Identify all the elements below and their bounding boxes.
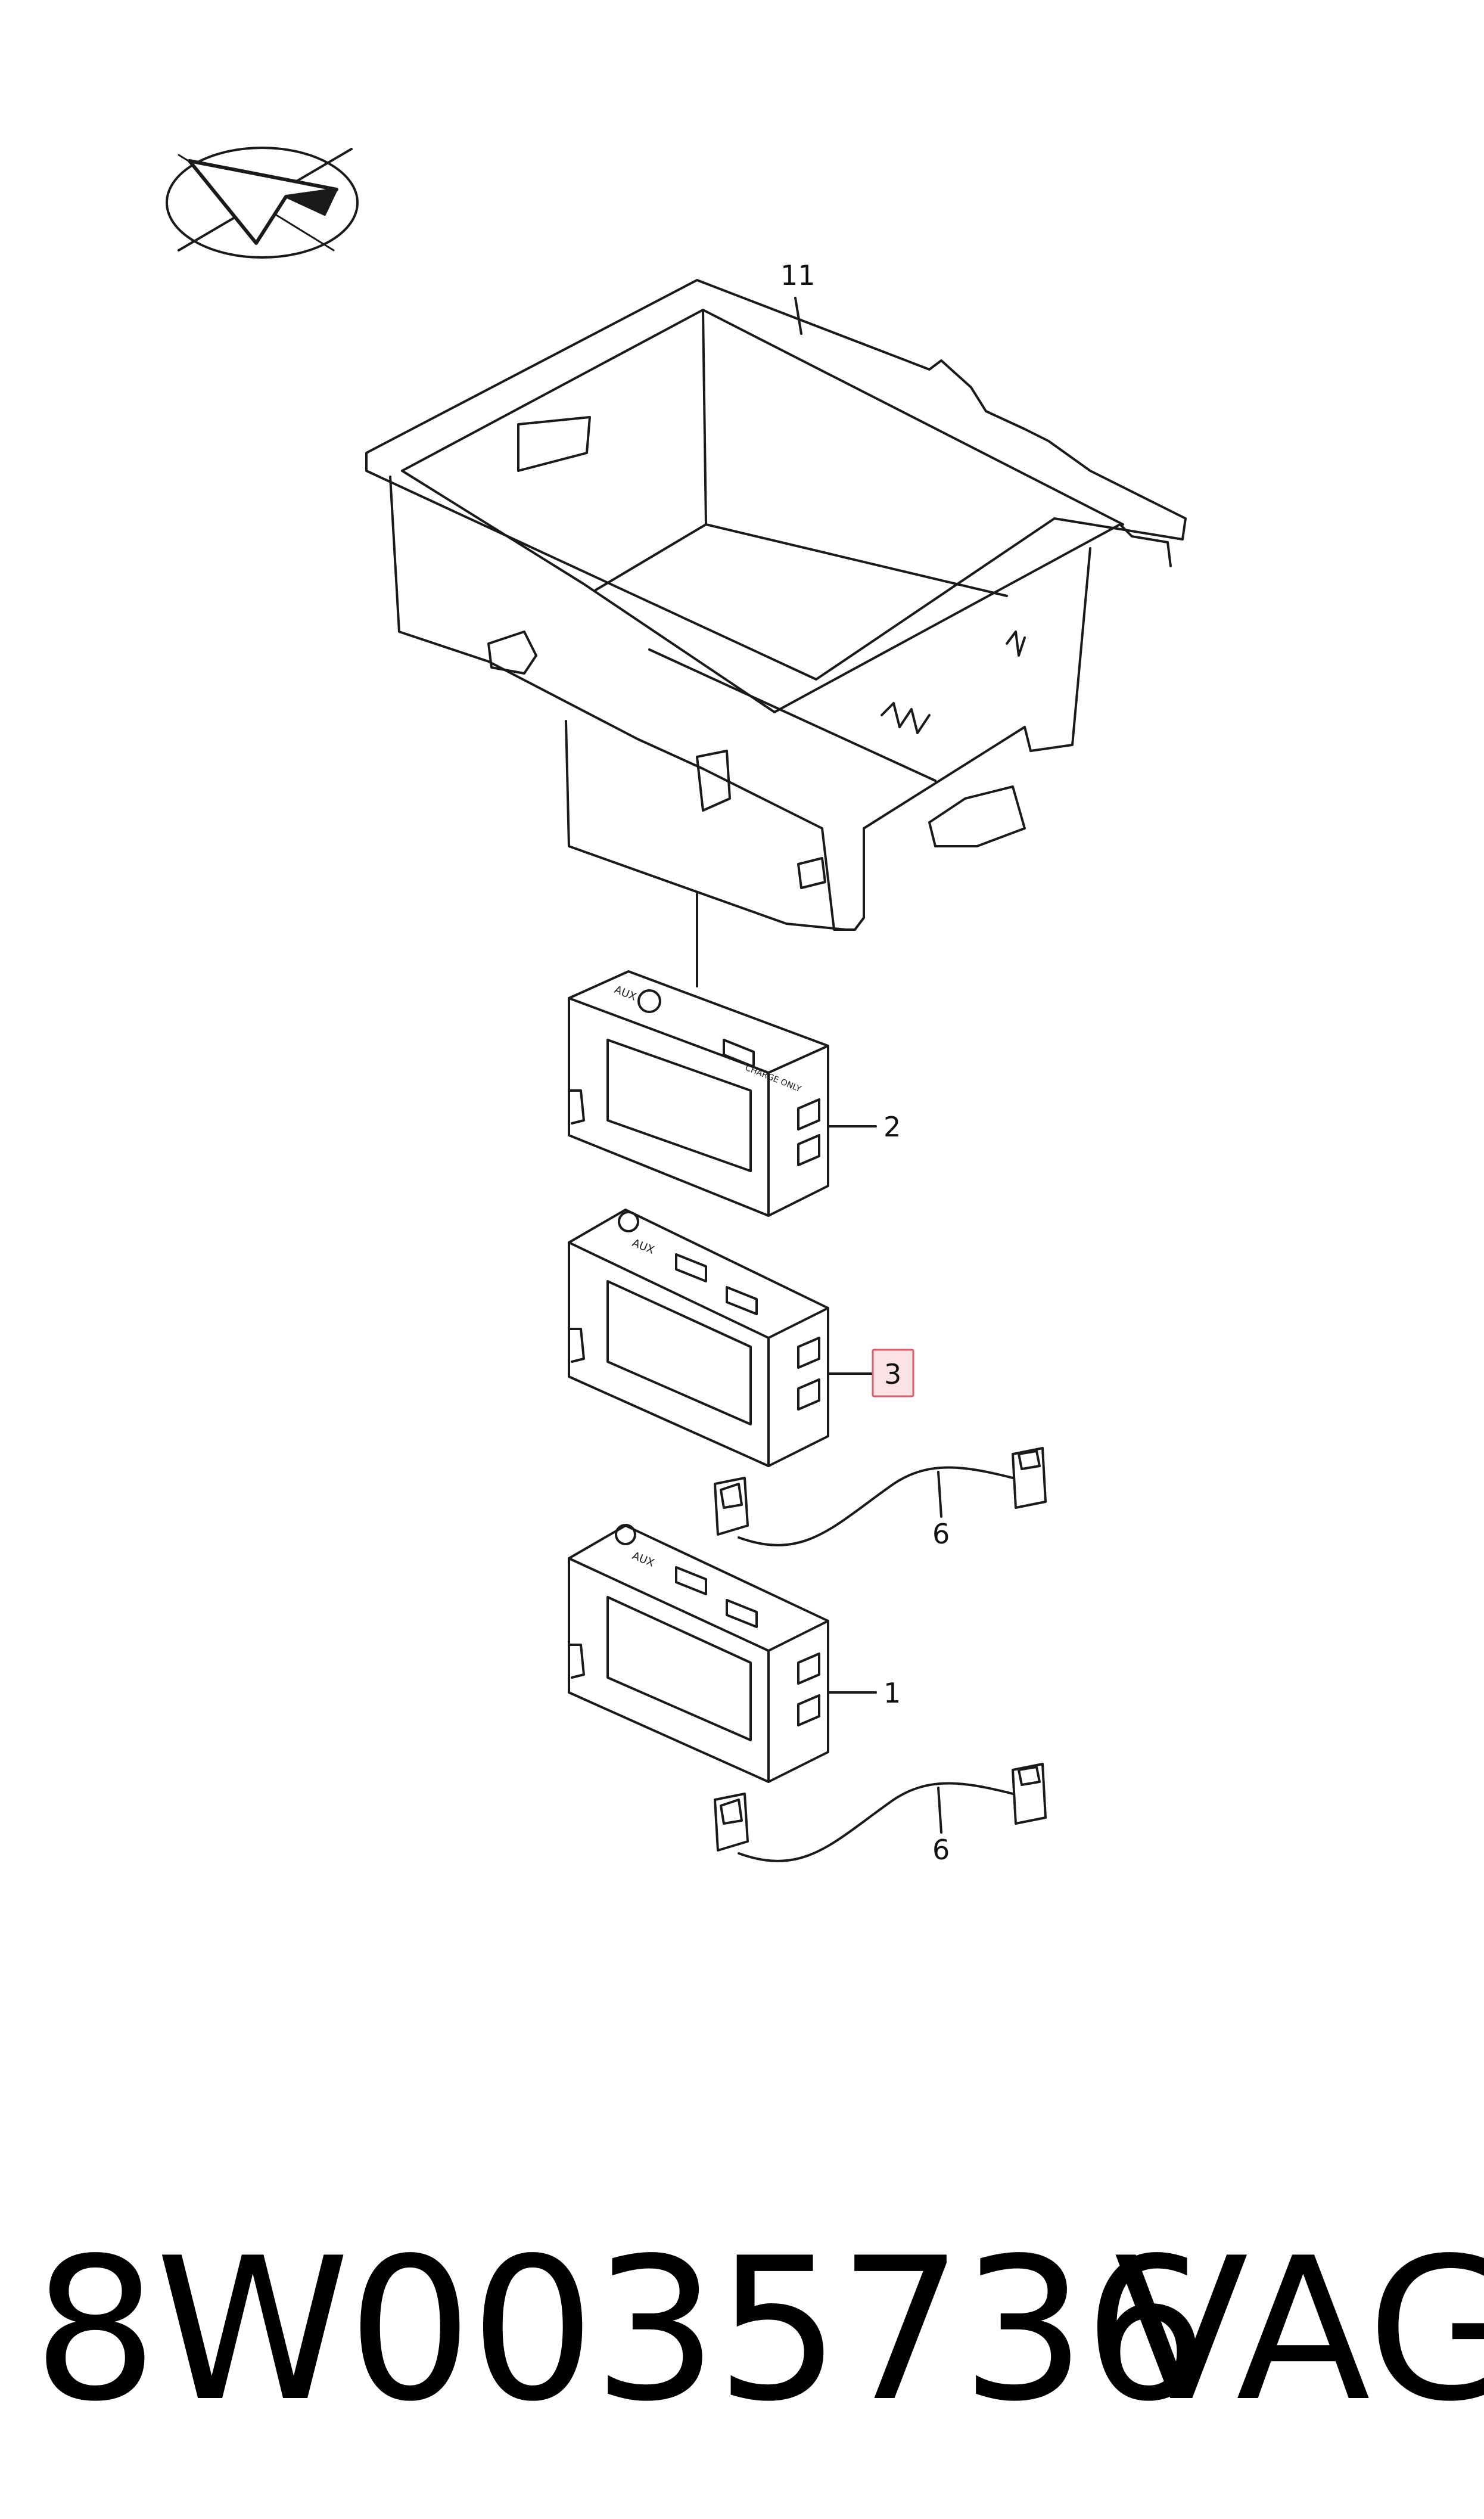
- orientation-compass-icon: [166, 147, 359, 259]
- usb-aux-module-part-1: [568, 1524, 829, 1783]
- part-number: 8W0035736: [33, 2216, 1209, 2445]
- connecting-cable-part-6-upper: [714, 1447, 1047, 1546]
- callout-3-highlight-box: [872, 1349, 914, 1397]
- callout-3: 3: [884, 1358, 901, 1390]
- callout-11: 11: [780, 259, 816, 291]
- callout-1: 1: [883, 1677, 901, 1709]
- usb-aux-module-part-2: [568, 970, 829, 1217]
- brand-name: VAG: [1114, 2216, 1484, 2445]
- callout-6-upper: 6: [932, 1518, 950, 1550]
- module-2-aux-label: AUX: [612, 983, 638, 1004]
- connecting-cable-part-6-lower: [714, 1763, 1047, 1862]
- footer: 8W0035736 VAG: [0, 2205, 1484, 2455]
- module-2-charge-only-label: CHARGE ONLY: [744, 1063, 803, 1094]
- module-1-aux-label: AUX: [630, 1549, 656, 1570]
- callout-6-lower: 6: [932, 1834, 950, 1866]
- callout-2: 2: [883, 1111, 901, 1143]
- usb-aux-module-part-3: [568, 1209, 829, 1467]
- storage-tray-part-11: [365, 279, 1187, 931]
- module-3-aux-label: AUX: [630, 1237, 656, 1257]
